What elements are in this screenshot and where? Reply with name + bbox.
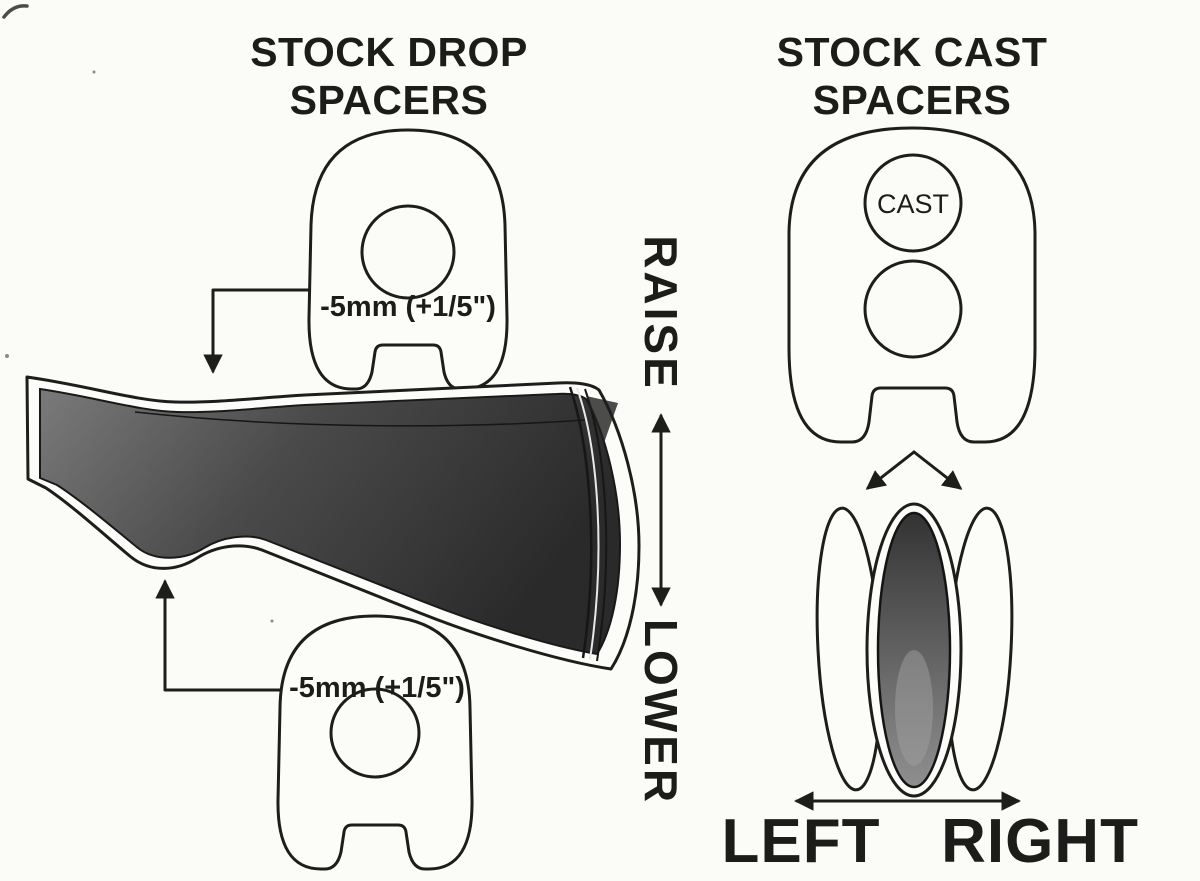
comb-line	[134, 411, 586, 427]
stock-drop-title-line2: SPACERS	[290, 77, 489, 123]
paper-speck	[5, 354, 9, 358]
corner-scan-mark	[2, 4, 29, 19]
stock-cast-section: STOCK CAST SPACERS CAST LEFT RIGHT	[722, 29, 1139, 876]
pad-center-highlight	[895, 650, 933, 766]
recoil-pad-seam-gap	[576, 387, 600, 660]
upper-spacer-pointer-arrow	[203, 288, 311, 374]
paper-speck	[270, 619, 274, 623]
stock-cast-title-line1: STOCK CAST	[777, 29, 1048, 75]
upper-drop-spacer: -5mm (+1/5")	[307, 128, 509, 391]
raise-lower-indicator: RAISE LOWER	[635, 235, 687, 805]
upper-drop-spacer-hole	[360, 204, 456, 300]
pad-top-shadow-wedge	[586, 396, 618, 443]
lower-drop-spacer-hole	[329, 687, 421, 779]
stock-drop-section: STOCK DROP SPACERS -5mm (+1/5") -5mm (+1…	[25, 29, 641, 871]
lower-drop-spacer: -5mm (+1/5")	[276, 614, 474, 871]
cast-spacer-hole-bottom	[863, 259, 963, 359]
upper-drop-spacer-label: -5mm (+1/5")	[320, 291, 496, 323]
lower-label: LOWER	[635, 619, 687, 805]
cast-arrow-right	[912, 450, 963, 490]
cast-spacer-hole-top	[863, 153, 963, 253]
buttstock-dark-body	[39, 387, 622, 656]
cast-hole-label: CAST	[877, 189, 949, 219]
lower-drop-spacer-label: -5mm (+1/5")	[289, 672, 465, 704]
scan-artifacts	[2, 4, 274, 623]
recoil-pad-seam-rear	[584, 388, 608, 662]
stock-cast-title-line2: SPACERS	[813, 77, 1012, 123]
stock-drop-title-line1: STOCK DROP	[250, 29, 528, 75]
buttstock-side-view	[25, 375, 641, 671]
cast-arrow-left	[865, 450, 916, 490]
left-label: LEFT	[722, 807, 881, 876]
recoil-pad-rear-view	[815, 502, 1014, 798]
raise-label: RAISE	[635, 235, 687, 391]
recoil-pad-seam-front	[568, 386, 593, 659]
right-label: RIGHT	[941, 807, 1139, 876]
paper-speck	[92, 70, 96, 74]
lower-spacer-pointer-arrow	[155, 579, 283, 692]
cast-spacer: CAST	[787, 126, 1037, 444]
